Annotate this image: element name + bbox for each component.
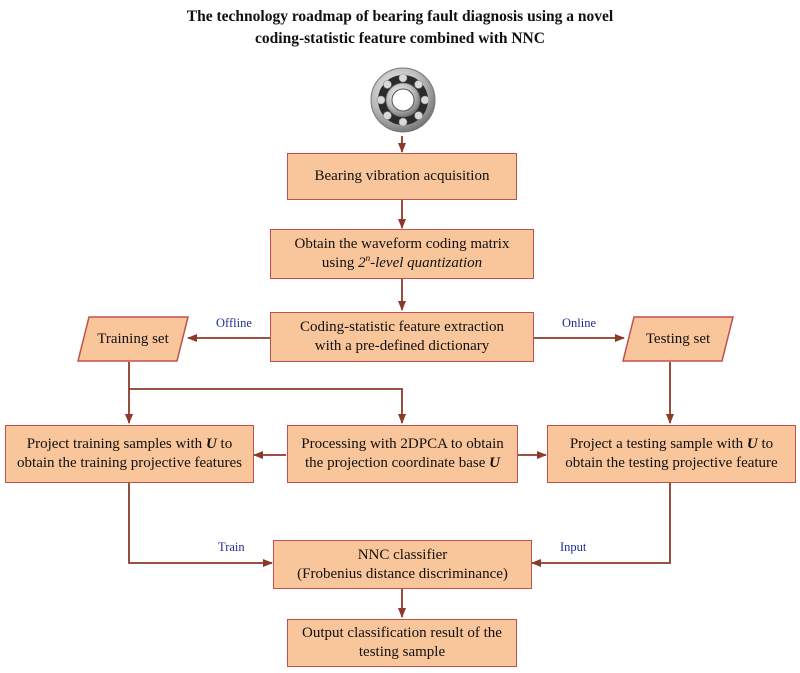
train-label: Train [218,540,245,554]
coding-line-1: Obtain the waveform coding matrix [294,236,510,252]
online-label: Online [562,316,597,330]
waveform-coding-matrix-box: Obtain the waveform coding matrix using … [270,229,534,279]
diagram-title: The technology roadmap of bearing fault … [0,6,800,50]
processing-2dpca-box: Processing with 2DPCA to obtain the proj… [287,425,518,483]
arrow-train-to-nnc [128,483,273,567]
project-training-box: Project training samples with U to obtai… [5,425,254,483]
coding-quantization-base: 2 [358,255,366,271]
arrow-training-to-2dpca [129,388,406,424]
coding-line-2: using 2n-level quantization [322,254,482,273]
testing-set-label: Testing set [645,330,711,347]
title-line-1: The technology roadmap of bearing fault … [186,8,614,25]
offline-label: Offline [216,316,252,330]
input-label: Input [560,540,587,554]
coding-quantization-exponent: n [365,253,371,263]
bearing-vibration-acquisition-box: Bearing vibration acquisition [287,153,517,200]
2dpca-line-2: the projection coordinate base U [305,454,500,473]
ball-bearing-icon [370,67,436,133]
nnc-classifier-box: NNC classifier (Frobenius distance discr… [273,540,532,589]
output-line-1: Output classification result of the [302,625,502,641]
output-result-box: Output classification result of the test… [287,619,517,667]
testing-set-shape [622,316,734,362]
project-testing-suffix: to [757,436,774,452]
project-testing-var: U [746,436,758,452]
training-set-label: Training set [97,330,169,347]
nnc-line-1: NNC classifier [357,546,448,563]
project-training-line-1: Project training samples with U to [27,435,232,454]
project-training-var: U [205,436,217,452]
arrow-input-to-nnc [531,483,671,567]
nnc-line-2: (Frobenius distance discriminance) [297,565,508,582]
feature-extraction-box: Coding-statistic feature extraction with… [270,312,534,362]
training-set-shape [77,316,189,362]
testing-set-node: Testing set [622,316,734,362]
output-line-2: testing sample [358,644,446,660]
acquisition-label: Bearing vibration acquisition [314,168,490,184]
project-training-prefix: Project training samples with [26,436,206,452]
2dpca-var: U [489,455,500,471]
project-training-suffix: to [216,436,233,452]
2dpca-line-1: Processing with 2DPCA to obtain [301,436,504,452]
coding-line-2-suffix: -level quantization [370,255,483,271]
extraction-line-2: with a pre-defined dictionary [314,338,490,354]
project-testing-prefix: Project a testing sample with [569,436,747,452]
project-training-line-2: obtain the training projective features [17,455,242,471]
training-set-node: Training set [77,316,189,362]
2dpca-line-2-prefix: the projection coordinate base [305,455,490,471]
project-testing-line-2: obtain the testing projective feature [565,455,778,471]
project-testing-line-1: Project a testing sample with U to [570,435,773,454]
title-line-2: coding-statistic feature combined with N… [255,30,545,47]
project-testing-box: Project a testing sample with U to obtai… [547,425,796,483]
extraction-line-1: Coding-statistic feature extraction [299,319,505,335]
coding-line-2-prefix: using [321,255,359,271]
